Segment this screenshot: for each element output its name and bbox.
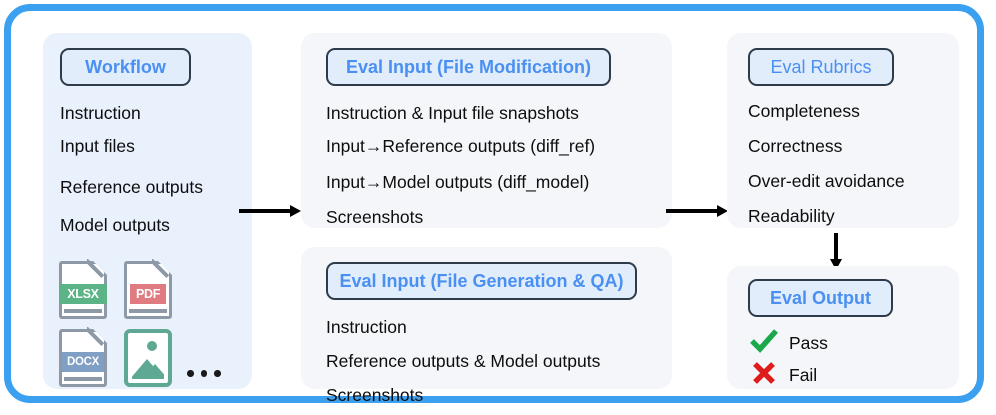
arrow-rubrics-to-output: [830, 233, 842, 270]
eval-input-modification-panel: Eval Input (File Modification) Instructi…: [301, 33, 672, 228]
pdf-file-icon: PDF: [124, 260, 173, 319]
eval-input-generation-title: Eval Input (File Generation & QA): [339, 270, 624, 291]
eval-input-modification-item-diff-ref: Input→Reference outputs (diff_ref): [326, 136, 596, 156]
workflow-item-input-files: Input files: [60, 136, 135, 156]
workflow-item-reference-outputs: Reference outputs: [60, 177, 204, 197]
eval-output-result-pass: Pass: [749, 328, 828, 359]
workflow-item-model-outputs: Model outputs: [60, 215, 170, 235]
eval-input-generation-panel: Eval Input (File Generation & QA) Instru…: [301, 247, 672, 404]
eval-input-modification-title: Eval Input (File Modification): [346, 56, 591, 77]
eval-rubrics-title-pill: Eval Rubrics: [748, 48, 894, 86]
xlsx-file-icon: XLSX: [59, 260, 108, 319]
arrow-workflow-to-eval-input: [239, 205, 301, 217]
eval-output-result-fail: Fail: [751, 360, 817, 391]
eval-input-generation-item-screenshots: Screenshots: [326, 385, 424, 405]
xlsx-file-icon-label: XLSX: [67, 287, 99, 301]
docx-file-icon: DOCX: [59, 328, 108, 387]
cross-icon: [751, 360, 777, 391]
eval-input-modification-item-diff-model: Input→Model outputs (diff_model): [326, 172, 590, 192]
eval-output-title-pill: Eval Output: [748, 279, 893, 317]
eval-rubrics-panel: Eval Rubrics Completeness Correctness Ov…: [727, 33, 959, 228]
eval-output-panel: Eval Output Pass Fail: [727, 266, 959, 389]
arrow-eval-input-to-rubrics: [666, 205, 728, 217]
eval-input-generation-title-pill: Eval Input (File Generation & QA): [326, 262, 637, 300]
diagram-frame: Workflow Instruction Input files Referen…: [4, 4, 984, 404]
eval-rubrics-item-completeness: Completeness: [748, 101, 860, 121]
eval-output-pass-label: Pass: [789, 333, 828, 353]
pdf-file-icon-label: PDF: [135, 287, 161, 301]
docx-file-icon-label: DOCX: [66, 356, 100, 368]
eval-rubrics-item-correctness: Correctness: [748, 136, 843, 156]
eval-rubrics-title: Eval Rubrics: [770, 56, 872, 77]
eval-rubrics-item-readability: Readability: [748, 206, 835, 226]
eval-output-fail-label: Fail: [789, 365, 818, 385]
eval-input-modification-title-pill: Eval Input (File Modification): [326, 48, 611, 86]
workflow-title-pill: Workflow: [60, 48, 191, 86]
image-file-icon: [124, 329, 172, 387]
eval-input-modification-item-snapshots: Instruction & Input file snapshots: [326, 103, 579, 123]
eval-input-generation-item-outputs: Reference outputs & Model outputs: [326, 351, 601, 371]
eval-rubrics-item-over-edit: Over-edit avoidance: [748, 171, 905, 191]
workflow-panel: Workflow Instruction Input files Referen…: [43, 33, 252, 389]
more-files-ellipsis: [187, 370, 221, 377]
eval-input-generation-item-instruction: Instruction: [326, 317, 407, 337]
eval-input-modification-item-screenshots: Screenshots: [326, 207, 424, 227]
workflow-title: Workflow: [85, 56, 166, 77]
check-icon: [749, 328, 779, 359]
eval-output-title: Eval Output: [769, 287, 871, 308]
workflow-item-instruction: Instruction: [60, 103, 141, 123]
